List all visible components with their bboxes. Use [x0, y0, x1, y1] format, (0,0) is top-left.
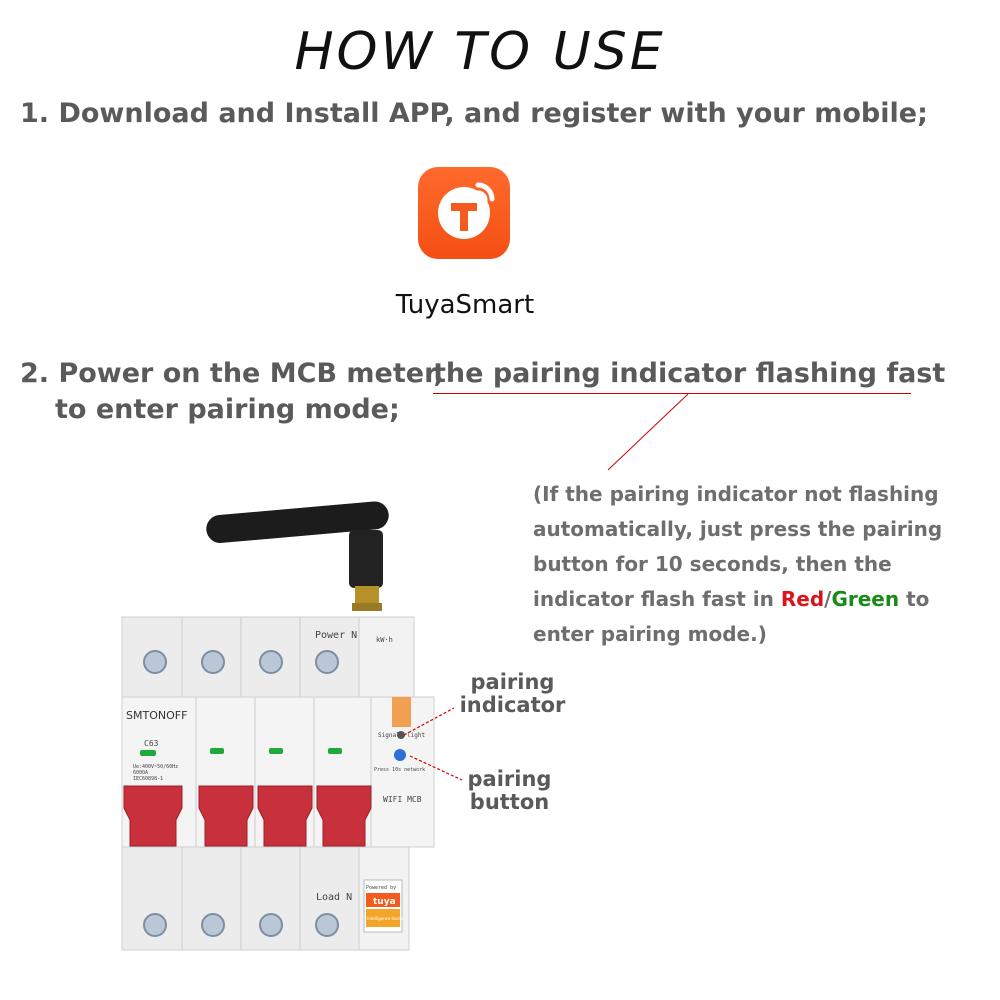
highlight-underline: [433, 393, 911, 394]
tuya-logo-icon: [438, 182, 495, 239]
page-title: HOW TO USE: [294, 22, 666, 82]
note-slash: /: [824, 587, 832, 611]
note-text-1: (If the pairing indicator not flashing a…: [533, 482, 943, 611]
model-label: C63: [144, 739, 159, 748]
pairing-note: (If the pairing indicator not flashing a…: [533, 477, 973, 652]
pairing-indicator-icon: [397, 731, 405, 739]
wifi-mcb-label: WIFI MCB: [383, 795, 422, 804]
badge-brand: tuya: [373, 897, 396, 907]
badge-top: Powered by: [366, 885, 396, 891]
note-leader-line: [607, 393, 689, 471]
brand-label: SMTONOFF: [126, 709, 187, 722]
step-1-text: 1. Download and Install APP, and registe…: [20, 98, 928, 129]
step-2-prefix: 2. Power on the MCB meter,: [20, 358, 444, 389]
spec-3: IEC60898-1: [133, 776, 163, 782]
note-text-2: to enter pairing mode.): [533, 587, 930, 646]
antenna-icon: [206, 501, 389, 611]
status-led: [140, 750, 156, 756]
power-label: Power N: [315, 630, 357, 641]
app-name: TuyaSmart: [395, 290, 535, 320]
step-2-highlight: the pairing indicator flashing fast: [433, 358, 946, 389]
meter-label: kW·h: [376, 636, 393, 644]
signal-label: Signal: [378, 732, 400, 739]
lower-terminal-block: Load N Powered by tuya Intelligence Insi…: [121, 846, 410, 951]
spec-1: Ue:400V~50/60Hz: [133, 764, 178, 770]
badge-sub: Intelligence Inside: [367, 916, 404, 921]
pairing-button[interactable]: [394, 749, 406, 761]
pairing-button-label: pairing button: [467, 767, 552, 814]
pairing-indicator-label: pairing indicator: [459, 670, 566, 717]
load-label: Load N: [316, 892, 352, 903]
button-leader: [409, 755, 463, 781]
tuya-app-icon: [418, 167, 510, 259]
breaker-handles: [123, 785, 372, 847]
note-green-word: Green: [831, 587, 900, 611]
press-label: Press 10s network: [374, 767, 425, 773]
upper-terminal-block: Power N kW·h: [121, 616, 415, 698]
indicator-leader: [403, 707, 455, 736]
light-label: light: [407, 732, 425, 739]
orange-tab: [392, 697, 411, 727]
spec-2: 6000A: [133, 770, 148, 776]
step-2-line2: to enter pairing mode;: [55, 394, 400, 425]
note-red-word: Red: [780, 587, 825, 611]
